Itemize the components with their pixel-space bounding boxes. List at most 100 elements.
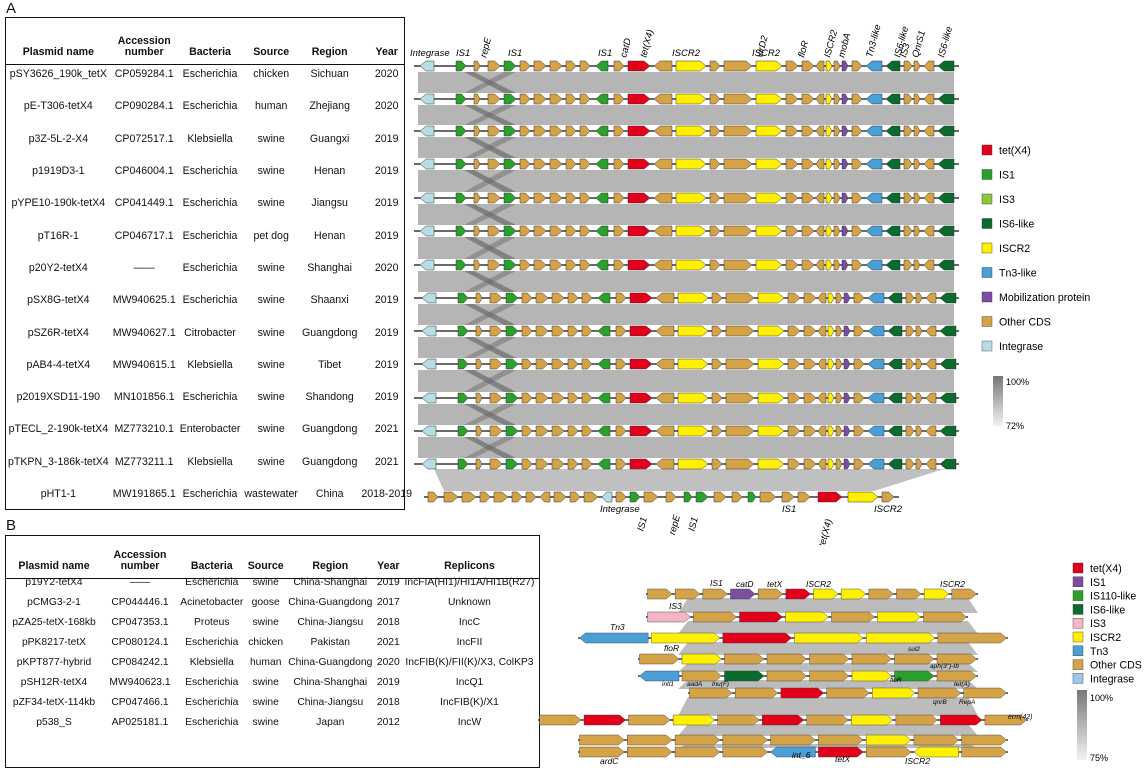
gene-arrow <box>503 125 517 137</box>
gene-arrow <box>579 192 591 204</box>
table-cell: China-Shanghai <box>293 576 368 588</box>
gene-arrow <box>730 588 756 600</box>
table-cell: swine <box>257 197 285 210</box>
gene-arrow <box>597 458 611 470</box>
gene-arrow <box>565 192 577 204</box>
gene-label: tetX <box>767 579 782 589</box>
gene-arrow <box>505 458 519 470</box>
table-cell: Klebsiella <box>189 656 234 668</box>
gene-arrow <box>925 325 937 337</box>
inversion-band <box>464 72 516 93</box>
legend-label: Tn3-like <box>999 268 1037 280</box>
gene-arrow <box>709 125 721 137</box>
inversion-band <box>464 437 516 458</box>
table-cell: CP090284.1 <box>114 100 174 113</box>
gene-arrow <box>505 392 519 404</box>
inversion-band <box>464 204 516 225</box>
gene-arrow <box>801 192 815 204</box>
gene-arrow <box>881 491 895 503</box>
gene-arrow <box>615 325 627 337</box>
gene-arrow <box>489 325 503 337</box>
gene-arrow <box>851 93 863 105</box>
gene-arrow <box>627 225 651 237</box>
gene-arrow <box>655 325 675 337</box>
gene-arrow <box>711 292 723 304</box>
table-cell: swine <box>257 391 285 404</box>
gene-arrow <box>475 458 483 470</box>
gene-arrow <box>551 392 565 404</box>
table-cell: Escherichia <box>182 488 238 500</box>
gene-arrow <box>835 292 843 304</box>
gene-arrow <box>936 653 977 665</box>
gene-arrow <box>817 392 827 404</box>
table-cell: CP059284.1 <box>114 68 174 81</box>
gene-arrow <box>713 491 727 503</box>
gene-arrow <box>565 93 577 105</box>
gene-arrow <box>887 392 903 404</box>
gene-arrow <box>801 93 815 105</box>
gene-arrow <box>419 259 435 271</box>
gene-arrow <box>913 192 921 204</box>
gene-arrow <box>711 425 723 437</box>
gene-arrow <box>787 392 801 404</box>
table-cell: China-Guangdong <box>288 596 373 608</box>
gene-label: tet(A) <box>954 681 970 688</box>
gene-arrow <box>487 259 501 271</box>
gene-arrow <box>615 292 627 304</box>
inversion-band <box>464 337 516 358</box>
gene-arrow <box>843 458 851 470</box>
gene-arrow <box>549 259 563 271</box>
table-cell: MW940615.1 <box>112 358 176 371</box>
gene-arrow <box>867 358 885 370</box>
scale-min: 75% <box>1090 753 1108 763</box>
inversion-band <box>464 304 516 325</box>
homology-band <box>418 304 954 325</box>
plasmid-track <box>414 60 959 72</box>
legend-label: Tn3 <box>1090 646 1108 658</box>
gene-arrow <box>766 670 807 682</box>
gene-arrow <box>903 93 913 105</box>
gene-label: ardC <box>600 756 619 766</box>
gene-arrow <box>937 158 955 170</box>
plasmid-track <box>578 734 1008 746</box>
gene-label: IS3 <box>898 41 913 58</box>
table-cell: Tibet <box>318 358 342 371</box>
legend-label: IS1 <box>1090 577 1106 589</box>
gene-arrow <box>825 93 833 105</box>
inversion-band <box>464 370 516 392</box>
gene-arrow <box>781 491 795 503</box>
gene-arrow <box>421 458 437 470</box>
legend-label: Integrase <box>1090 673 1134 685</box>
table-cell: 2021 <box>376 636 400 648</box>
inversion-links <box>464 72 516 458</box>
table-cell: pSY3626_190k_tetX <box>9 68 107 81</box>
table-cell: swine <box>257 358 285 371</box>
table-cell: CP046717.1 <box>114 229 174 242</box>
homology-band <box>418 337 954 358</box>
table-cell: MN101856.1 <box>113 391 175 404</box>
gene-arrow <box>722 632 792 644</box>
gene-arrow <box>525 491 537 503</box>
homology-band <box>418 72 954 93</box>
gene-label: Tn3 <box>610 622 625 632</box>
legend-swatch <box>1072 576 1084 587</box>
gene-arrow <box>940 714 983 726</box>
table-cell: pSZ6R-tetX4 <box>27 326 89 339</box>
gene-arrow <box>629 292 653 304</box>
gene-label: ISCR2 <box>752 48 781 59</box>
gene-arrow <box>455 60 467 72</box>
legend-label: Other CDS <box>1090 660 1142 672</box>
gene-arrow <box>615 358 627 370</box>
col-year: Year <box>375 46 398 58</box>
gene-arrow <box>913 225 921 237</box>
gene-arrow <box>650 632 721 644</box>
gene-arrow <box>925 358 937 370</box>
gene-arrow <box>915 425 923 437</box>
gene-arrow <box>674 588 701 600</box>
gene-arrow <box>787 458 801 470</box>
gene-arrow <box>825 158 833 170</box>
